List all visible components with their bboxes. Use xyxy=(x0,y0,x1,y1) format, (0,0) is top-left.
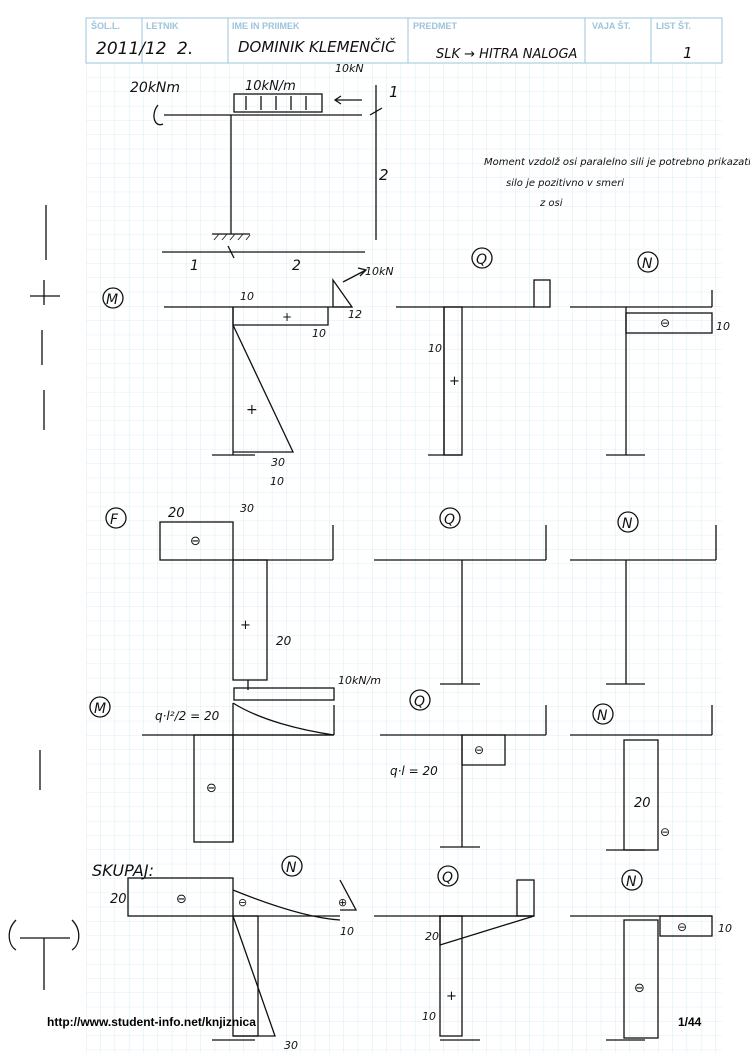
svg-text:⊖: ⊖ xyxy=(190,534,201,549)
svg-text:10kN/m: 10kN/m xyxy=(338,674,381,687)
header-sheet-number: 1 xyxy=(683,44,693,62)
svg-text:20: 20 xyxy=(168,506,185,521)
svg-text:N: N xyxy=(286,860,297,876)
svg-text:10: 10 xyxy=(340,925,354,938)
header-labels: ŠOL.L. LETNIK IME IN PRIIMEK PREDMET VAJ… xyxy=(91,20,691,31)
svg-text:N: N xyxy=(622,516,633,532)
svg-text:q·l²/2 = 20: q·l²/2 = 20 xyxy=(155,709,220,723)
svg-text:20: 20 xyxy=(276,634,292,648)
note-line-3: z osi xyxy=(539,198,563,209)
svg-text:10kN: 10kN xyxy=(365,265,394,278)
svg-text:⊕: ⊕ xyxy=(338,896,347,909)
problem-sketch: 10kN/m 10kN 20kNm 1 2 1 2 Moment vzdolž … xyxy=(130,62,750,274)
section-3-distributed: M 10kN/m q·l²/2 = 20 ⊖ Q q·l = 20 ⊖ N 20… xyxy=(89,674,713,851)
svg-text:20: 20 xyxy=(634,796,651,811)
svg-text:N: N xyxy=(642,256,653,272)
svg-text:20: 20 xyxy=(110,892,127,907)
svg-text:+: + xyxy=(240,618,251,633)
svg-text:M: M xyxy=(94,701,106,717)
problem-dim-1: 1 xyxy=(389,83,399,101)
section-4-total: SKUPAJ: 20 ⊖ N ⊖ ⊕ 10 30 Q 20 + 10 N ⊖ ⊖… xyxy=(92,855,732,1052)
problem-dim-h2: 2 xyxy=(292,258,301,274)
svg-text:Q: Q xyxy=(476,252,487,268)
header-year: 2011/12 xyxy=(96,39,167,59)
header-label-school: ŠOL.L. xyxy=(91,20,120,31)
section-4-tag: SKUPAJ: xyxy=(92,861,154,880)
header-subject: SLK → HITRA NALOGA xyxy=(436,47,577,62)
svg-text:+: + xyxy=(282,310,292,324)
svg-text:10: 10 xyxy=(428,342,442,355)
svg-text:20: 20 xyxy=(425,930,439,943)
section-2-force: F 20 ⊖ + 20 Q N xyxy=(105,506,717,690)
svg-text:⊖: ⊖ xyxy=(660,316,670,330)
svg-text:12: 12 xyxy=(348,308,362,321)
problem-moment-label: 20kNm xyxy=(130,80,180,96)
svg-text:30: 30 xyxy=(284,1039,298,1052)
header-label-year: LETNIK xyxy=(146,21,179,31)
svg-text:+: + xyxy=(449,374,460,389)
note-line-2: silo je pozitivno v smeri xyxy=(506,178,624,189)
svg-text:⊖: ⊖ xyxy=(206,781,217,796)
section-1-moment: M 10kN 10 10 12 + + 30 10 30 Q + 10 N ⊖ … xyxy=(102,247,730,515)
svg-text:F: F xyxy=(110,512,119,528)
svg-text:+: + xyxy=(246,402,258,418)
problem-dim-h1: 1 xyxy=(190,258,199,274)
header-grade: 2. xyxy=(177,39,193,59)
svg-text:30: 30 xyxy=(271,456,285,469)
svg-text:⊖: ⊖ xyxy=(634,981,645,996)
header-label-sheet: LIST ŠT. xyxy=(656,20,691,31)
svg-text:⊖: ⊖ xyxy=(660,825,670,839)
svg-text:30: 30 xyxy=(240,502,254,515)
svg-text:Q: Q xyxy=(414,694,425,710)
header-name: DOMINIK KLEMENČIČ xyxy=(238,37,396,56)
svg-text:Q: Q xyxy=(442,870,453,886)
svg-text:⊖: ⊖ xyxy=(176,892,187,907)
svg-text:10: 10 xyxy=(312,327,326,340)
svg-text:10: 10 xyxy=(240,290,254,303)
footer-page-number: 1/44 xyxy=(678,1015,702,1029)
svg-text:Q: Q xyxy=(444,512,455,528)
problem-dim-2: 2 xyxy=(379,166,389,184)
header-label-exercise: VAJA ŠT. xyxy=(592,20,631,31)
margin-sketches xyxy=(8,205,80,990)
svg-text:⊖: ⊖ xyxy=(677,920,687,934)
svg-text:+: + xyxy=(446,989,457,1004)
svg-text:10: 10 xyxy=(716,320,730,333)
grid-paper xyxy=(86,63,722,1053)
footer-url[interactable]: http://www.student-info.net/knjiznica xyxy=(47,1015,256,1029)
svg-text:10: 10 xyxy=(270,475,284,488)
svg-text:q·l = 20: q·l = 20 xyxy=(390,764,438,778)
section-1-tag: M xyxy=(106,292,118,308)
problem-distributed-label: 10kN/m xyxy=(245,79,296,94)
svg-text:⊖: ⊖ xyxy=(238,896,247,909)
problem-point-load-label: 10kN xyxy=(335,62,364,75)
note-line-1: Moment vzdolž osi paralelno sili je potr… xyxy=(484,156,750,168)
svg-text:N: N xyxy=(597,708,608,724)
svg-text:N: N xyxy=(626,874,637,890)
header-bar xyxy=(85,17,723,64)
header-values: 2011/12 2. DOMINIK KLEMENČIČ SLK → HITRA… xyxy=(96,37,693,62)
svg-text:⊖: ⊖ xyxy=(474,743,484,757)
header-label-subject: PREDMET xyxy=(413,21,458,31)
svg-text:10: 10 xyxy=(718,922,732,935)
header-label-name: IME IN PRIIMEK xyxy=(232,21,300,31)
svg-text:10: 10 xyxy=(422,1010,436,1023)
